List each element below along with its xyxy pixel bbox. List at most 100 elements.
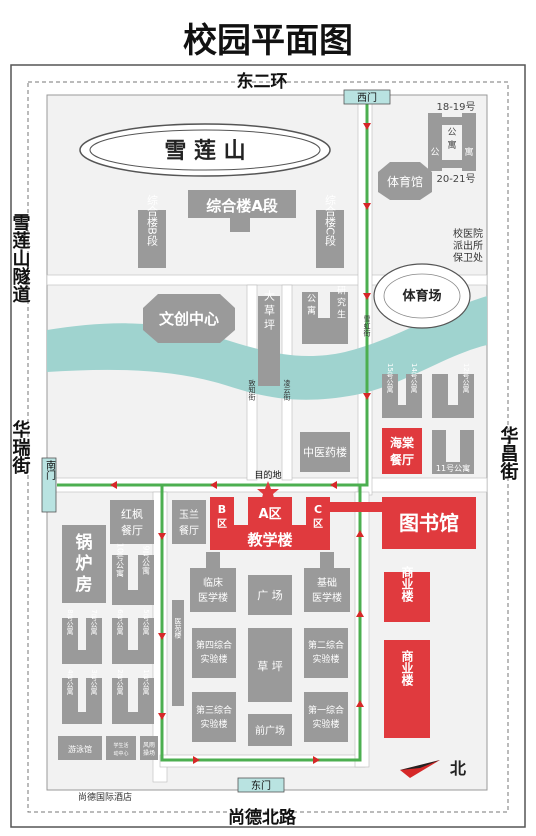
hospital-label: 校医院 [453, 227, 483, 240]
compass-north-label: 北 [450, 759, 466, 778]
commercial-2-label: 商业楼 [400, 649, 414, 687]
library-label: 图书馆 [399, 511, 459, 535]
road-west-upper-label: 雪莲山隧道 [10, 213, 31, 303]
teaching-building: B 区 A区 C 区 教学楼 [210, 497, 382, 550]
svg-text:12号公寓: 12号公寓 [462, 363, 470, 394]
svg-text:实验楼: 实验楼 [200, 653, 227, 665]
svg-text:公: 公 [430, 147, 439, 158]
tcm-building [300, 432, 350, 472]
south-gate-label: 南门 [44, 459, 56, 481]
student-activity-center [106, 736, 136, 760]
swimming-hall [58, 736, 102, 760]
square [248, 575, 292, 615]
svg-text:炉: 炉 [76, 553, 93, 574]
stadium [373, 263, 471, 329]
dorm-11: 11号公寓 [432, 430, 474, 474]
svg-text:10号公寓: 10号公寓 [116, 543, 125, 578]
commercial-1-label: 商业楼 [400, 565, 414, 603]
zonghe-a-building [188, 190, 296, 218]
svg-text:20-21号: 20-21号 [436, 173, 475, 185]
svg-text:第四综合: 第四综合 [196, 639, 232, 651]
zonghe-b-label: 综合楼B段 [146, 193, 159, 247]
svg-text:餐厅: 餐厅 [121, 523, 143, 537]
fengyu-playground [140, 736, 158, 760]
police-label: 派出所 [453, 239, 483, 252]
route-path [57, 103, 369, 762]
road-zhizhi-label: 致知街 [248, 379, 256, 402]
hongfeng-canteen [110, 500, 154, 544]
dorms-15-14-12: 15号公寓 14号公寓 12号公寓 [382, 363, 474, 418]
river [47, 296, 487, 400]
east-gate-label: 东门 [251, 779, 271, 792]
haitang-canteen-line1: 海棠 [390, 435, 415, 450]
south-gate [41, 457, 57, 513]
svg-text:8号公寓: 8号公寓 [66, 609, 74, 636]
haitang-canteen [382, 428, 422, 474]
svg-text:4号公寓: 4号公寓 [66, 669, 74, 696]
svg-text:实验楼: 实验楼 [312, 653, 339, 665]
security-label: 保卫处 [453, 251, 483, 264]
road-east-label: 华昌街 [498, 425, 520, 481]
commercial-building-2 [384, 640, 430, 738]
svg-text:寓: 寓 [464, 146, 473, 158]
svg-text:区: 区 [217, 518, 227, 530]
boiler-room [62, 525, 106, 603]
svg-text:区: 区 [313, 518, 323, 530]
svg-text:餐厅: 餐厅 [179, 524, 199, 537]
svg-text:动中心: 动中心 [113, 750, 128, 757]
big-lawn-label: 大 草 坪 [263, 289, 276, 331]
tcm-building-label: 中医药楼 [303, 445, 347, 459]
svg-text:实验楼: 实验楼 [200, 718, 227, 730]
svg-text:1号公寓: 1号公寓 [142, 669, 150, 696]
front-square [248, 714, 292, 746]
svg-text:14号公寓: 14号公寓 [410, 363, 418, 394]
svg-text:18-19号: 18-19号 [436, 101, 475, 113]
svg-text:红枫: 红枫 [121, 507, 143, 521]
square-label: 广 场 [257, 588, 283, 602]
svg-text:第二综合: 第二综合 [308, 639, 344, 651]
svg-text:公: 公 [447, 127, 456, 138]
svg-text:2号公寓: 2号公寓 [116, 669, 124, 696]
svg-text:玉兰: 玉兰 [179, 508, 199, 521]
svg-text:公 寓: 公 寓 [305, 293, 316, 315]
svg-text:基础: 基础 [317, 576, 337, 589]
front-square-label: 前广场 [255, 724, 285, 737]
dorm-18-21: 18-19号 公 寓 公 寓 20-21号 [428, 101, 476, 185]
west-gate [343, 89, 391, 105]
map-title: 校园平面图 [183, 21, 353, 61]
xuelian-mountain-label: 雪 莲 山 [164, 138, 245, 164]
lab-4 [192, 628, 236, 678]
stadium-label: 体育场 [402, 288, 441, 304]
west-gate-label: 西门 [357, 91, 377, 104]
svg-text:3号公寓: 3号公寓 [90, 669, 98, 696]
svg-text:7号公寓: 7号公寓 [90, 609, 98, 636]
gym-hall-label: 体育馆 [387, 174, 423, 189]
lawn-label: 草 坪 [257, 660, 283, 673]
svg-text:风雨: 风雨 [143, 742, 155, 749]
outer-boundary [10, 64, 526, 828]
grad-apartment: 研 究 生 公 寓 [302, 286, 348, 344]
svg-text:C: C [314, 503, 322, 516]
big-lawn [258, 296, 280, 386]
haitang-canteen-line2: 餐厅 [390, 452, 414, 467]
svg-text:医学楼: 医学楼 [312, 591, 342, 604]
destination-star-icon [257, 481, 279, 502]
svg-text:医苑楼: 医苑楼 [174, 618, 182, 640]
svg-text:9号公寓: 9号公寓 [142, 545, 151, 575]
library [382, 497, 476, 549]
svg-text:学生活: 学生活 [113, 742, 128, 749]
commercial-building-1 [384, 572, 430, 622]
clinical-building [190, 568, 236, 612]
teaching-building-label: 教学楼 [246, 531, 292, 549]
compass-arrow-icon [400, 760, 440, 778]
dorms-8-5: 8号公寓 7号公寓 6号公寓 5号公寓 [62, 609, 154, 664]
lab-2 [304, 628, 348, 678]
zonghe-b-building [138, 210, 166, 268]
lab-1 [304, 692, 348, 742]
wenchuang-label: 文创中心 [159, 310, 219, 328]
yulan-canteen [172, 500, 206, 544]
svg-text:第三综合: 第三综合 [196, 704, 232, 716]
svg-text:游泳馆: 游泳馆 [68, 744, 92, 754]
zonghe-c-label: 综合楼C段 [324, 193, 337, 247]
